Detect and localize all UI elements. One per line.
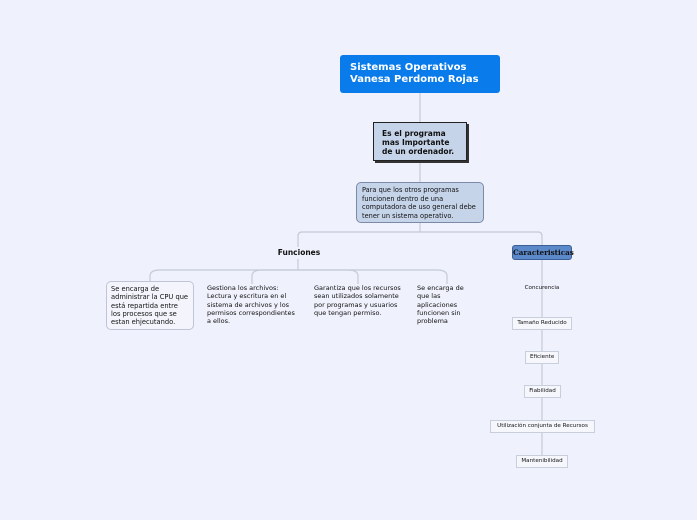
root-author: Vanesa Perdomo Rojas [350, 74, 479, 85]
funcion-item-archivos[interactable]: Gestiona los archivos: Lectura y escritu… [207, 284, 295, 326]
caracteristica-item-fiabilidad[interactable]: Fiabilidad [524, 385, 561, 398]
root-node[interactable]: Sistemas Operativos Vanesa Perdomo Rojas [340, 55, 500, 93]
caracteristicas-label[interactable]: Caracteristicas [512, 245, 574, 260]
funcion-item-recursos[interactable]: Garantiza que los recursos sean utilizad… [314, 284, 401, 317]
root-title: Sistemas Operativos [350, 62, 467, 73]
funciones-label[interactable]: Funciones [277, 248, 321, 257]
caracteristica-item-mantenibilidad[interactable]: Mantenibilidad [516, 455, 568, 468]
caracteristica-item-tamano[interactable]: Tamaño Reducido [512, 317, 572, 330]
node-proposito[interactable]: Para que los otros programas funcionen d… [356, 182, 484, 223]
funcion-item-cpu[interactable]: Se encarga de administrar la CPU que est… [106, 281, 194, 330]
node-importante[interactable]: Es el programa mas Importante de un orde… [373, 122, 467, 161]
caracteristica-item-concurencia[interactable]: Concurencia [524, 285, 560, 291]
funcion-item-aplicaciones[interactable]: Se encarga de que las aplicaciones funci… [417, 284, 464, 326]
caracteristica-item-eficiente[interactable]: Eficiente [525, 351, 559, 364]
caracteristica-item-utilizacion[interactable]: Utilización conjunta de Recursos [490, 420, 595, 433]
